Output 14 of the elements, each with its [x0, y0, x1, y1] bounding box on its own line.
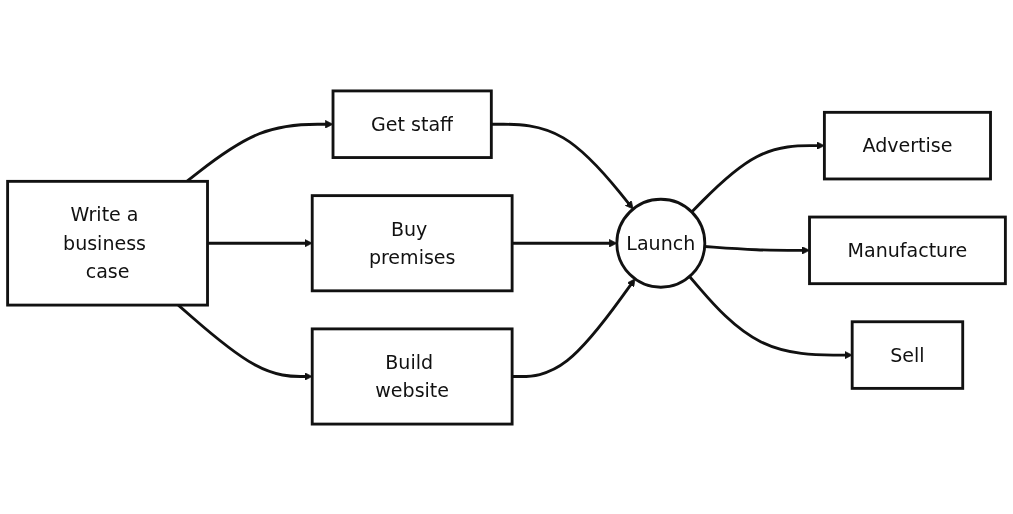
node-box: Advertise — [822, 110, 992, 180]
arrow — [690, 140, 825, 213]
node-box: Manufacture — [808, 215, 1007, 285]
node-box: Buy premises — [310, 193, 514, 292]
node-box: Build website — [310, 326, 514, 425]
node-box: Write a business case — [6, 179, 209, 306]
node-box: Sell — [850, 319, 965, 390]
arrow — [688, 275, 853, 359]
node-box: Get staff — [331, 89, 493, 159]
arrow — [704, 244, 810, 255]
arrow — [491, 122, 634, 209]
node-circle: Launch — [615, 197, 707, 289]
arrow — [512, 278, 636, 378]
arrow — [207, 238, 313, 247]
